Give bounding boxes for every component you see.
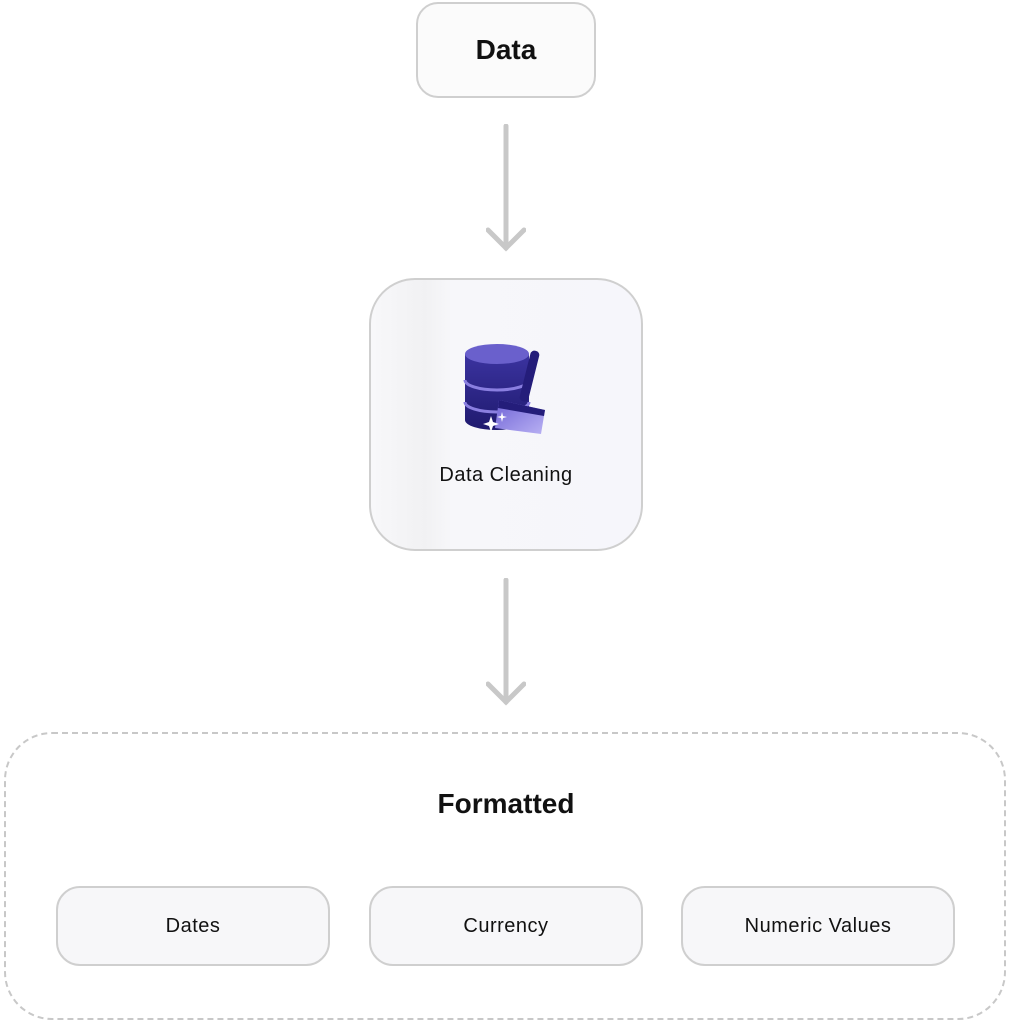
formatted-item-currency: Currency <box>369 886 643 966</box>
data-node-label: Data <box>475 34 537 65</box>
data-node: Data <box>416 2 596 98</box>
formatted-item-label: Currency <box>463 914 549 937</box>
formatted-item-label: Dates <box>165 914 221 937</box>
arrow-cleaning-to-formatted <box>486 578 526 706</box>
data-cleaning-label: Data Cleaning <box>439 464 573 486</box>
arrow-data-to-cleaning <box>486 124 526 252</box>
database-broom-icon <box>463 344 545 434</box>
formatted-item-label: Numeric Values <box>744 914 892 937</box>
formatted-title: Formatted <box>437 788 575 819</box>
formatted-group <box>4 732 1006 1020</box>
formatted-item-numeric-values: Numeric Values <box>681 886 955 966</box>
formatted-item-dates: Dates <box>56 886 330 966</box>
data-cleaning-node: Data Cleaning <box>369 278 643 551</box>
